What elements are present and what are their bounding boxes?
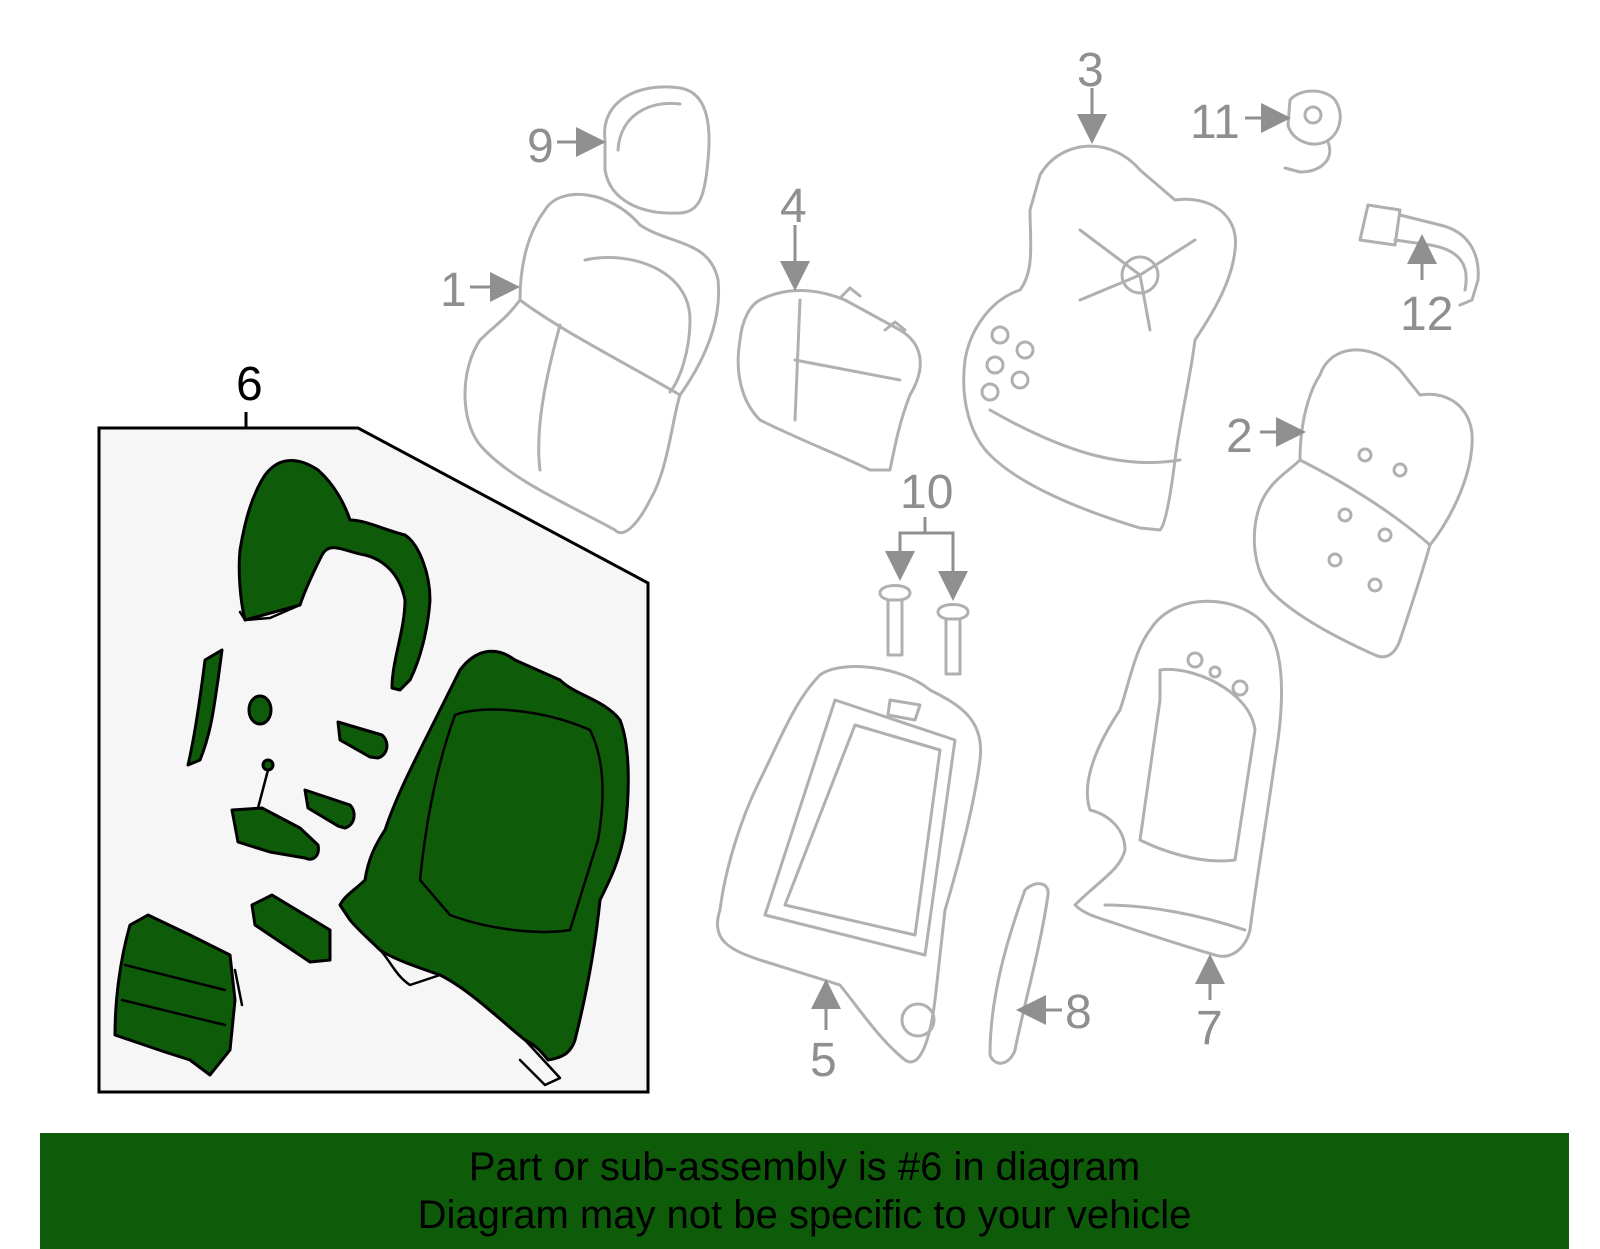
assembly-6-bolt [303,788,356,830]
assembly-6-grommet [247,694,273,726]
callout-2: 2 [1226,410,1253,463]
callout-3: 3 [1077,44,1104,97]
assembly-6-lumbar [113,913,237,1077]
banner-line-2: Diagram may not be specific to your vehi… [417,1193,1192,1237]
part-3-support[interactable] [962,144,1238,532]
callout-9: 9 [527,120,554,173]
callout-8: 8 [1065,986,1092,1039]
part-1-seatback-cover[interactable] [463,192,721,534]
part-5-frame[interactable] [715,665,983,1064]
info-banner: Part or sub-assembly is #6 in diagram Di… [40,1133,1569,1249]
callout-7: 7 [1196,1002,1223,1055]
part-2-pad[interactable] [1252,348,1474,659]
assembly-6-bracket [186,648,224,767]
callout-4: 4 [780,180,807,233]
callout-5: 5 [810,1034,837,1087]
part-8-side-trim[interactable] [988,882,1050,1065]
callout-10: 10 [900,466,953,519]
part-7-back-cover[interactable] [1073,599,1284,958]
assembly-6-upper-frame [237,459,432,692]
banner-line-1: Part or sub-assembly is #6 in diagram [468,1145,1141,1189]
assembly-6-connector [250,893,332,964]
part-11-clip[interactable] [1283,89,1342,174]
assembly-6-bolt [336,720,389,760]
callout-6: 6 [236,358,263,411]
part-9-headrest[interactable] [603,85,711,215]
part-10-bolts[interactable] [878,584,970,676]
callout-12: 12 [1400,288,1453,341]
assembly-6-actuator [230,806,320,861]
assembly-6-panel[interactable] [97,412,650,1094]
part-4-back-panel[interactable] [736,286,922,472]
callout-11: 11 [1190,96,1240,149]
callout-1: 1 [440,264,467,317]
